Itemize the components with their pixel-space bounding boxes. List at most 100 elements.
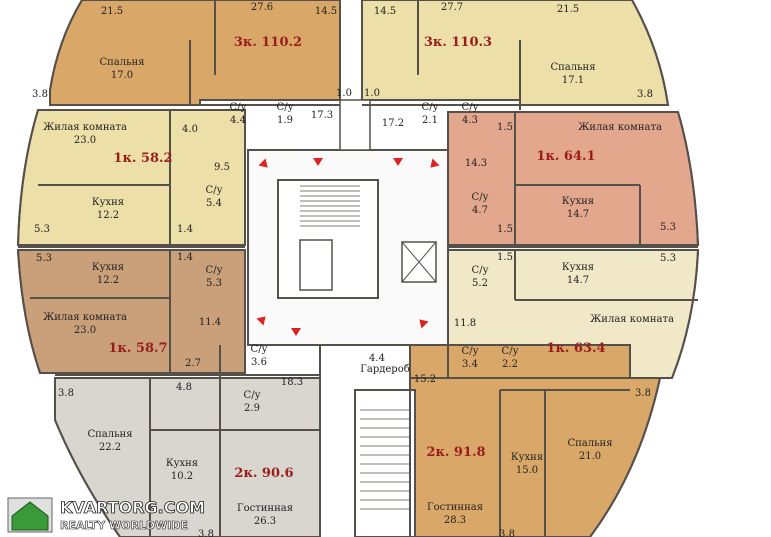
room-title: С/у — [462, 102, 479, 113]
room-title: Спальня — [99, 57, 144, 68]
room-title: Спальня — [87, 429, 132, 440]
room-area: 21.0 — [579, 451, 601, 462]
room-label: С/у1.9 — [277, 102, 294, 126]
apartment-label: 2к. 90.6 — [234, 466, 293, 481]
room-area: 3.8 — [32, 89, 48, 100]
room-label: 4.8 — [176, 382, 192, 393]
room-title: Кухня — [562, 196, 594, 207]
room-title: Жилая комната — [43, 312, 127, 323]
room-label: С/у4.7 — [472, 192, 489, 216]
room-label: 11.4 — [199, 317, 221, 328]
house-icon — [11, 501, 49, 531]
apartment-3k-110-3[interactable] — [361, 0, 670, 106]
room-label: Жилая комната — [590, 314, 674, 325]
room-label: 3.8 — [637, 89, 653, 100]
room-label: 3.8 — [635, 388, 651, 399]
room-area: 5.3 — [660, 222, 676, 233]
room-area: 5.3 — [36, 253, 52, 264]
room-area: 15.0 — [516, 465, 538, 476]
room-area: 11.4 — [199, 317, 221, 328]
room-label: 14.5 — [374, 6, 396, 17]
room-area: 21.5 — [557, 4, 579, 15]
room-area: 3.8 — [637, 89, 653, 100]
room-title: С/у — [230, 102, 247, 113]
room-title: С/у — [472, 265, 489, 276]
room-area: 3.8 — [635, 388, 651, 399]
room-label: Гардероб — [360, 364, 410, 375]
room-label: 2.7 — [185, 358, 201, 369]
room-title: С/у — [422, 102, 439, 113]
room-area: 1.5 — [497, 252, 513, 263]
room-area: 3.8 — [499, 529, 515, 537]
room-area: 17.2 — [382, 118, 404, 129]
room-label: С/у3.6 — [251, 344, 268, 368]
apartment-3k-110-2[interactable] — [49, 0, 341, 106]
room-title: С/у — [206, 185, 223, 196]
watermark: KVARTORG.COM REALTY WORLDWIDE — [7, 497, 205, 533]
room-label: 27.7 — [441, 2, 463, 13]
room-title: Гостинная — [427, 502, 483, 513]
room-label: 1.0 — [336, 88, 352, 99]
room-area: 3.8 — [198, 529, 214, 537]
room-label: 1.0 — [364, 88, 380, 99]
room-area: 23.0 — [74, 325, 96, 336]
room-label: С/у 4.3 — [462, 102, 479, 126]
room-label: 3.8 — [58, 388, 74, 399]
room-area: 14.7 — [567, 275, 589, 286]
room-area: 2.7 — [185, 358, 201, 369]
room-label: Спальня 17.0 — [99, 57, 144, 81]
room-title: Жилая комната — [590, 314, 674, 325]
room-area: 14.5 — [374, 6, 396, 17]
room-title: Гостинная — [237, 503, 293, 514]
room-label: 27.6 — [251, 2, 273, 13]
room-area: 23.0 — [74, 135, 96, 146]
room-area: 4.3 — [462, 115, 478, 126]
apartment-label: 3к. 110.2 — [234, 35, 302, 50]
apartment-label: 3к. 110.3 — [424, 35, 492, 50]
room-area: 1.5 — [497, 122, 513, 133]
room-label: Жилая комната 23.0 — [43, 122, 127, 146]
arrow-icon — [393, 158, 403, 166]
room-area: 27.6 — [251, 2, 273, 13]
room-area: 3.4 — [462, 359, 478, 370]
room-label: 5.3 — [660, 253, 676, 264]
room-label: 15.2 — [414, 374, 436, 385]
room-label: 1.5 — [497, 224, 513, 235]
arrow-icon — [258, 158, 268, 168]
room-label: Гостинная 26.3 — [237, 503, 293, 527]
room-title: Жилая комната — [578, 122, 662, 133]
room-label: 14.5 — [315, 6, 337, 17]
apartment-label: 1к. 64.1 — [536, 149, 595, 164]
room-area: 2.2 — [502, 359, 518, 370]
room-area: 4.0 — [182, 124, 198, 135]
room-label: 11.8 — [454, 318, 476, 329]
room-title: С/у — [277, 102, 294, 113]
room-area: 11.8 — [454, 318, 476, 329]
watermark-line1: KVARTORG.COM — [60, 498, 205, 517]
room-label: С/у3.4 — [462, 346, 479, 370]
room-area: 2.9 — [244, 403, 260, 414]
room-title: Кухня — [92, 197, 124, 208]
room-title: Кухня — [92, 262, 124, 273]
room-title: Кухня — [562, 262, 594, 273]
room-label: 5.3 — [660, 222, 676, 233]
room-title: С/у — [244, 390, 261, 401]
room-label: С/у2.2 — [502, 346, 519, 370]
room-label: 9.5 — [214, 162, 230, 173]
room-area: 17.0 — [111, 70, 133, 81]
arrow-icon — [419, 319, 429, 329]
room-label: С/у2.1 — [422, 102, 439, 126]
room-area: 10.2 — [171, 471, 193, 482]
room-area: 1.0 — [364, 88, 380, 99]
room-area: 26.3 — [254, 516, 276, 527]
room-area: 14.3 — [465, 158, 487, 169]
room-label: 17.3 — [311, 110, 333, 121]
room-title: Жилая комната — [43, 122, 127, 133]
